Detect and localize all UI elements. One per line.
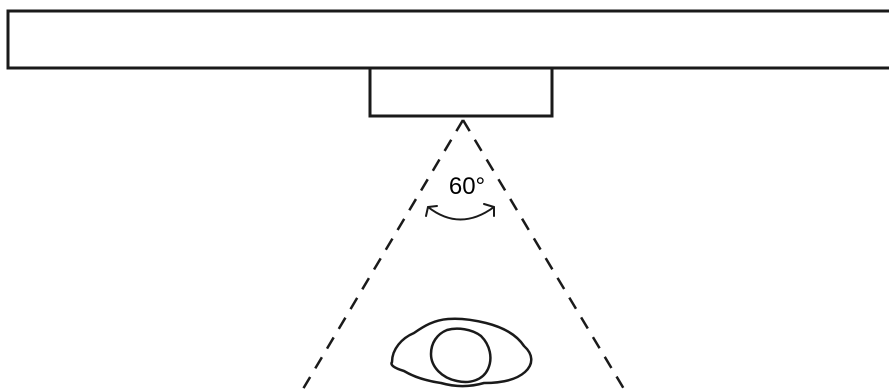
ceiling-beam — [8, 11, 889, 68]
angle-label: 60° — [449, 173, 485, 200]
angle-arc-icon — [426, 204, 494, 220]
sensor-unit — [370, 68, 552, 116]
person-head-outline — [431, 329, 490, 382]
